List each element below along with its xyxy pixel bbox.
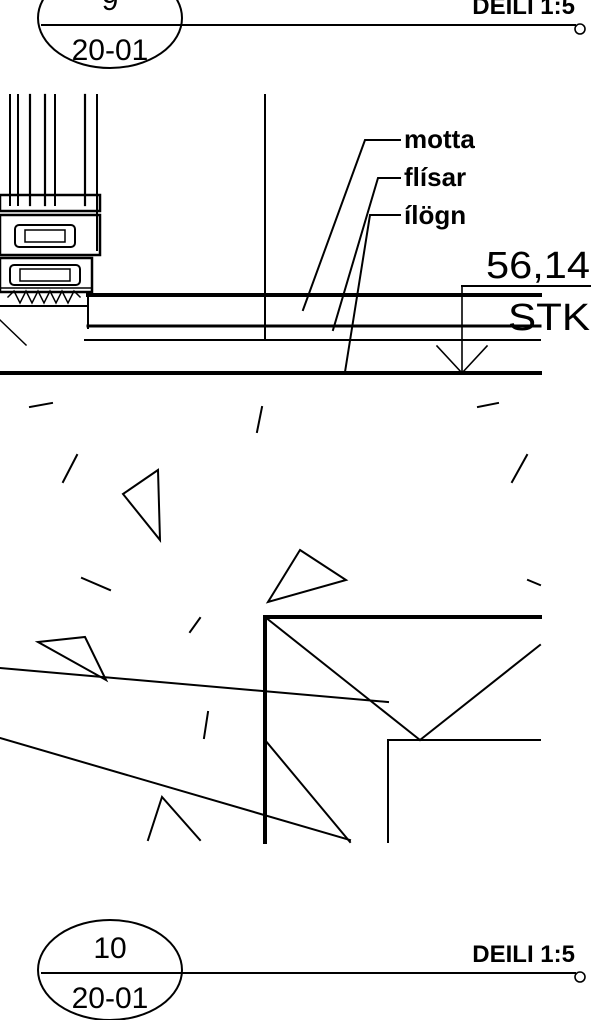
- callout-motta: motta: [404, 124, 475, 154]
- detail-number-bottom: 10: [93, 932, 126, 965]
- beam-profile: [263, 615, 542, 844]
- detail-title-bottom: DEILI 1:5: [472, 941, 575, 968]
- detail-marker-top: 9 20-01 DEILI 1:5: [37, 0, 586, 69]
- elevation-marker: 56,14 STK: [435, 245, 591, 375]
- detail-sheet-top: 20-01: [72, 34, 149, 67]
- layer-callouts: motta flísar ílögn: [301, 124, 475, 374]
- detail-marker-bottom: 10 20-01 DEILI 1:5: [37, 919, 586, 1020]
- detail-number-top: 9: [102, 0, 119, 17]
- construction-lines: [0, 666, 390, 842]
- elevation-value: 56,14: [486, 245, 590, 287]
- detail-title-top: DEILI 1:5: [472, 0, 575, 20]
- callout-flisar: flísar: [404, 162, 466, 192]
- callout-ilogn: ílögn: [404, 200, 466, 230]
- floor-layers: [0, 94, 542, 375]
- detail-sheet-bottom: 20-01: [72, 982, 149, 1015]
- concrete-hatch: [28, 401, 542, 842]
- elevation-label: STK: [508, 297, 590, 339]
- window-frame-profile: [0, 93, 102, 347]
